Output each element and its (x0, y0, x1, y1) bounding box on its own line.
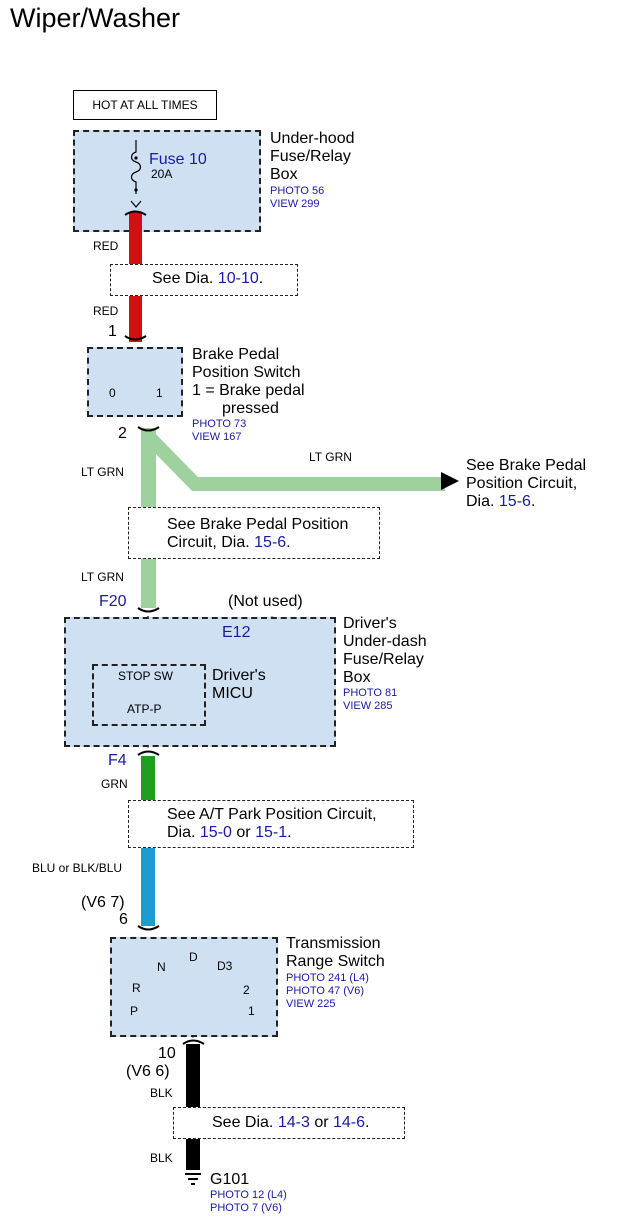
note-2-line2: Circuit, Dia. 15-6. (167, 534, 291, 552)
brake-pin-top: 1 (108, 323, 117, 340)
wire-color-ltgrn-3: LT GRN (81, 570, 124, 584)
branch-arrow (441, 472, 459, 490)
fuse-amps: 20A (151, 167, 173, 181)
trs-pin-bottom-v6: (V6 6) (126, 1063, 170, 1080)
note-1-text: See Dia. 10-10. (152, 270, 264, 288)
brake-name-3: 1 = Brake pedal (192, 382, 305, 399)
trs-name-1: Transmission (286, 935, 381, 952)
brake-name-1: Brake Pedal (192, 346, 280, 363)
trs-pos-d: D (189, 950, 198, 964)
brake-pedal-position-switch[interactable] (87, 347, 183, 417)
hot-at-all-times-label: HOT AT ALL TIMES (73, 90, 217, 120)
brake-pos-1: 1 (156, 386, 163, 400)
note-2-line1: See Brake Pedal Position (167, 516, 349, 534)
fuse-box-name-3: Box (270, 166, 298, 183)
pin-f4: F4 (108, 752, 127, 769)
micu-name-1: Driver's (212, 667, 266, 684)
stop-sw-label: STOP SW (118, 669, 173, 683)
fuse-box-name-1: Under-hood (270, 130, 355, 147)
wire-color-blk-1: BLK (150, 1086, 173, 1100)
trs-photo-l4[interactable]: PHOTO 241 (L4) (286, 972, 369, 984)
link-10-10[interactable]: 10-10 (217, 270, 259, 287)
wire-color-red-bottom: RED (93, 304, 119, 318)
under-hood-fuse-box[interactable] (73, 130, 261, 232)
link-branch-15-6[interactable]: 15-6 (498, 493, 531, 510)
wire-color-red-top: RED (93, 239, 119, 253)
brake-view[interactable]: VIEW 167 (192, 431, 242, 443)
lt-grn-branch-wire (142, 431, 445, 491)
wire-color-grn: GRN (101, 777, 128, 791)
atp-p-label: ATP-P (127, 702, 162, 716)
fuse-symbol (130, 140, 142, 194)
trs-pin-bottom: 10 (158, 1045, 176, 1062)
note-4-text: See Dia. 14-3 or 14-6. (212, 1114, 370, 1132)
branch-ref-1: See Brake Pedal (466, 457, 587, 474)
link-14-6[interactable]: 14-6 (333, 1114, 366, 1131)
trs-view[interactable]: VIEW 225 (286, 998, 336, 1010)
dash-box-photo[interactable]: PHOTO 81 (343, 687, 398, 699)
branch-ref-2: Position Circuit, (466, 475, 578, 492)
blu-wire[interactable] (141, 832, 155, 926)
trs-pos-p: P (130, 1004, 139, 1018)
pin-e12: E12 (222, 624, 251, 641)
fuse-10-label: Fuse 10 (149, 151, 207, 168)
trs-pos-n: N (157, 960, 166, 974)
ground-photo-v6[interactable]: PHOTO 7 (V6) (210, 1202, 282, 1214)
micu-name-2: MICU (212, 685, 253, 702)
dash-box-name-3: Fuse/Relay (343, 651, 424, 668)
trs-pos-1: 1 (248, 1004, 255, 1018)
brake-name-4: pressed (222, 400, 279, 417)
wire-color-blk-2: BLK (150, 1151, 173, 1165)
dash-box-view[interactable]: VIEW 285 (343, 700, 393, 712)
trs-pin-top: 6 (119, 911, 128, 928)
link-15-6[interactable]: 15-6 (254, 534, 287, 551)
brake-photo[interactable]: PHOTO 73 (192, 418, 247, 430)
drivers-micu-box[interactable] (92, 664, 206, 726)
brake-pos-0: 0 (109, 386, 116, 400)
fuse-box-view[interactable]: VIEW 299 (270, 198, 320, 210)
link-14-3[interactable]: 14-3 (277, 1114, 310, 1131)
trs-pin-top-v6: (V6 7) (81, 894, 125, 911)
trs-pos-r: R (132, 981, 141, 995)
trs-pos-2: 2 (243, 983, 250, 997)
note-3-line1: See A/T Park Position Circuit, (167, 806, 377, 824)
dash-box-name-1: Driver's (343, 615, 397, 632)
fuse-box-name-2: Fuse/Relay (270, 148, 351, 165)
link-15-0[interactable]: 15-0 (199, 824, 232, 841)
branch-ref-3: Dia. 15-6. (466, 493, 536, 510)
dash-box-name-4: Box (343, 669, 371, 686)
wire-color-blu: BLU or BLK/BLU (32, 861, 123, 875)
note-3-line2: Dia. 15-0 or 15-1. (167, 824, 292, 842)
dash-box-name-2: Under-dash (343, 633, 427, 650)
brake-name-2: Position Switch (192, 364, 301, 381)
link-15-1[interactable]: 15-1 (255, 824, 288, 841)
trs-name-2: Range Switch (286, 953, 385, 970)
transmission-range-switch[interactable] (110, 937, 278, 1037)
ground-name: G101 (210, 1171, 250, 1188)
trs-photo-v6[interactable]: PHOTO 47 (V6) (286, 985, 365, 997)
trs-pos-d3: D3 (217, 959, 233, 973)
wire-color-ltgrn-branch: LT GRN (309, 450, 352, 464)
page-title: Wiper/Washer (10, 3, 181, 33)
ground-photo-l4[interactable]: PHOTO 12 (L4) (210, 1189, 287, 1201)
pin-f20: F20 (99, 593, 127, 610)
not-used-label: (Not used) (228, 593, 303, 610)
fuse-box-photo[interactable]: PHOTO 56 (270, 185, 325, 197)
brake-pin-bottom: 2 (118, 425, 127, 442)
wire-color-ltgrn-1: LT GRN (81, 465, 124, 479)
